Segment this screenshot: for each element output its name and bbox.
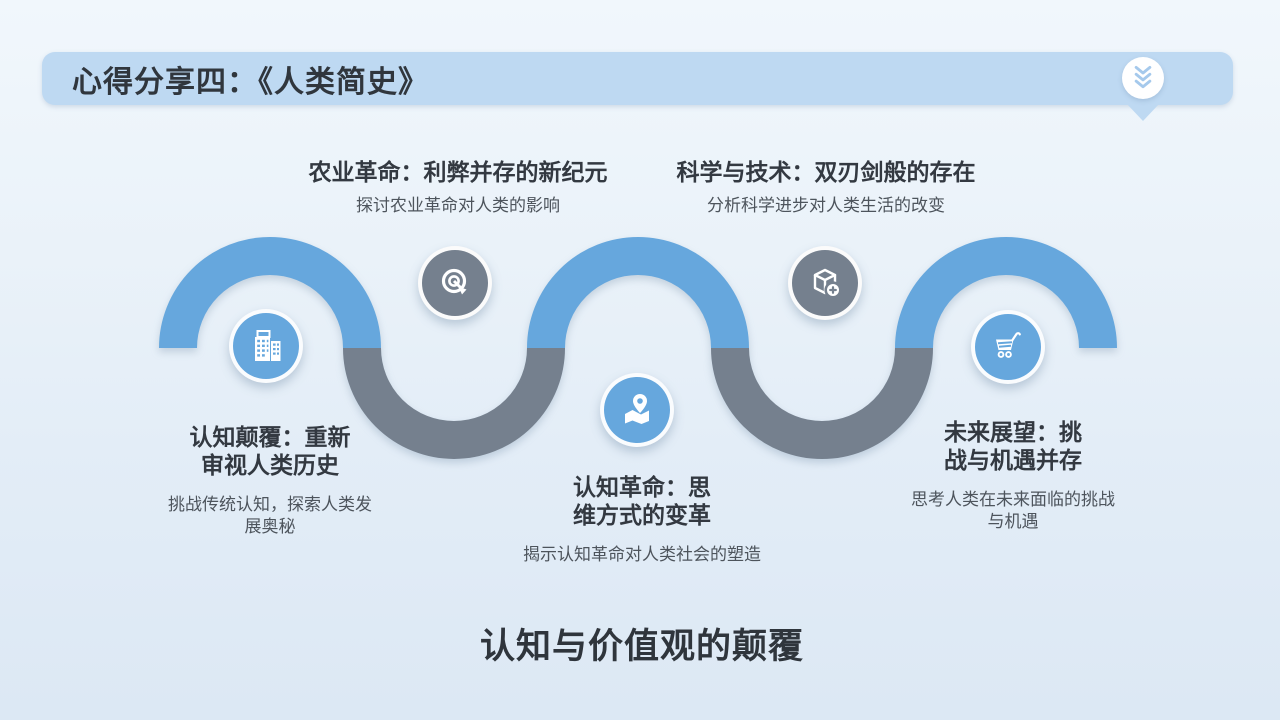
milestone-label-agricultural-revolution: 农业革命：利弊并存的新纪元 探讨农业革命对人类的影响 [309,158,608,217]
milestone-node-cognitive-revolution [600,373,674,447]
milestone-desc: 思考人类在未来面临的挑战 与机遇 [911,490,1115,531]
title-bar: 心得分享四：《人类简史》 [42,52,1233,105]
milestone-desc: 分析科学进步对人类生活的改变 [707,196,945,215]
milestone-title: 未来展望：挑 战与机遇并存 [944,419,1082,473]
wave-arc-2 [343,347,565,459]
scroll-down-button[interactable] [1122,57,1164,99]
milestone-label-science-technology: 科学与技术：双刃剑般的存在 分析科学进步对人类生活的改变 [677,158,976,217]
page-title: 心得分享四：《人类简史》 [72,65,429,99]
milestone-node-agricultural-revolution [418,246,492,320]
double-chevron-down-icon [1134,65,1152,89]
shopping-cart-icon [996,332,1021,358]
section-heading: 认知与价值观的颠覆 [479,627,805,666]
milestone-title: 科学与技术：双刃剑般的存在 [676,159,976,185]
milestone-label-future-outlook: 未来展望：挑 战与机遇并存 思考人类在未来面临的挑战 与机遇 [911,418,1115,533]
milestone-title: 认知革命：思 维方式的变革 [573,474,711,528]
milestone-node-cognitive-subversion [229,309,303,383]
target-arrow-icon [441,268,467,295]
package-add-icon [813,268,842,299]
milestone-label-cognitive-subversion: 认知颠覆：重新 审视人类历史 挑战传统认知，探索人类发 展奥秘 [168,423,372,538]
wave-arc-4 [711,347,933,459]
milestone-title: 认知颠覆：重新 审视人类历史 [189,424,351,478]
wave-arc-3 [527,237,749,349]
milestone-desc: 探讨农业革命对人类的影响 [356,196,560,215]
milestone-desc: 揭示认知革命对人类社会的塑造 [523,545,761,564]
title-bar-tail [1126,103,1160,121]
milestone-node-future-outlook [971,310,1045,384]
map-pin-icon [625,394,649,424]
milestone-label-cognitive-revolution: 认知革命：思 维方式的变革 揭示认知革命对人类社会的塑造 [523,473,761,566]
milestone-desc: 挑战传统认知，探索人类发 展奥秘 [168,495,372,536]
building-icon [255,330,281,361]
milestone-title: 农业革命：利弊并存的新纪元 [308,159,608,185]
milestone-node-science-technology [788,246,862,320]
